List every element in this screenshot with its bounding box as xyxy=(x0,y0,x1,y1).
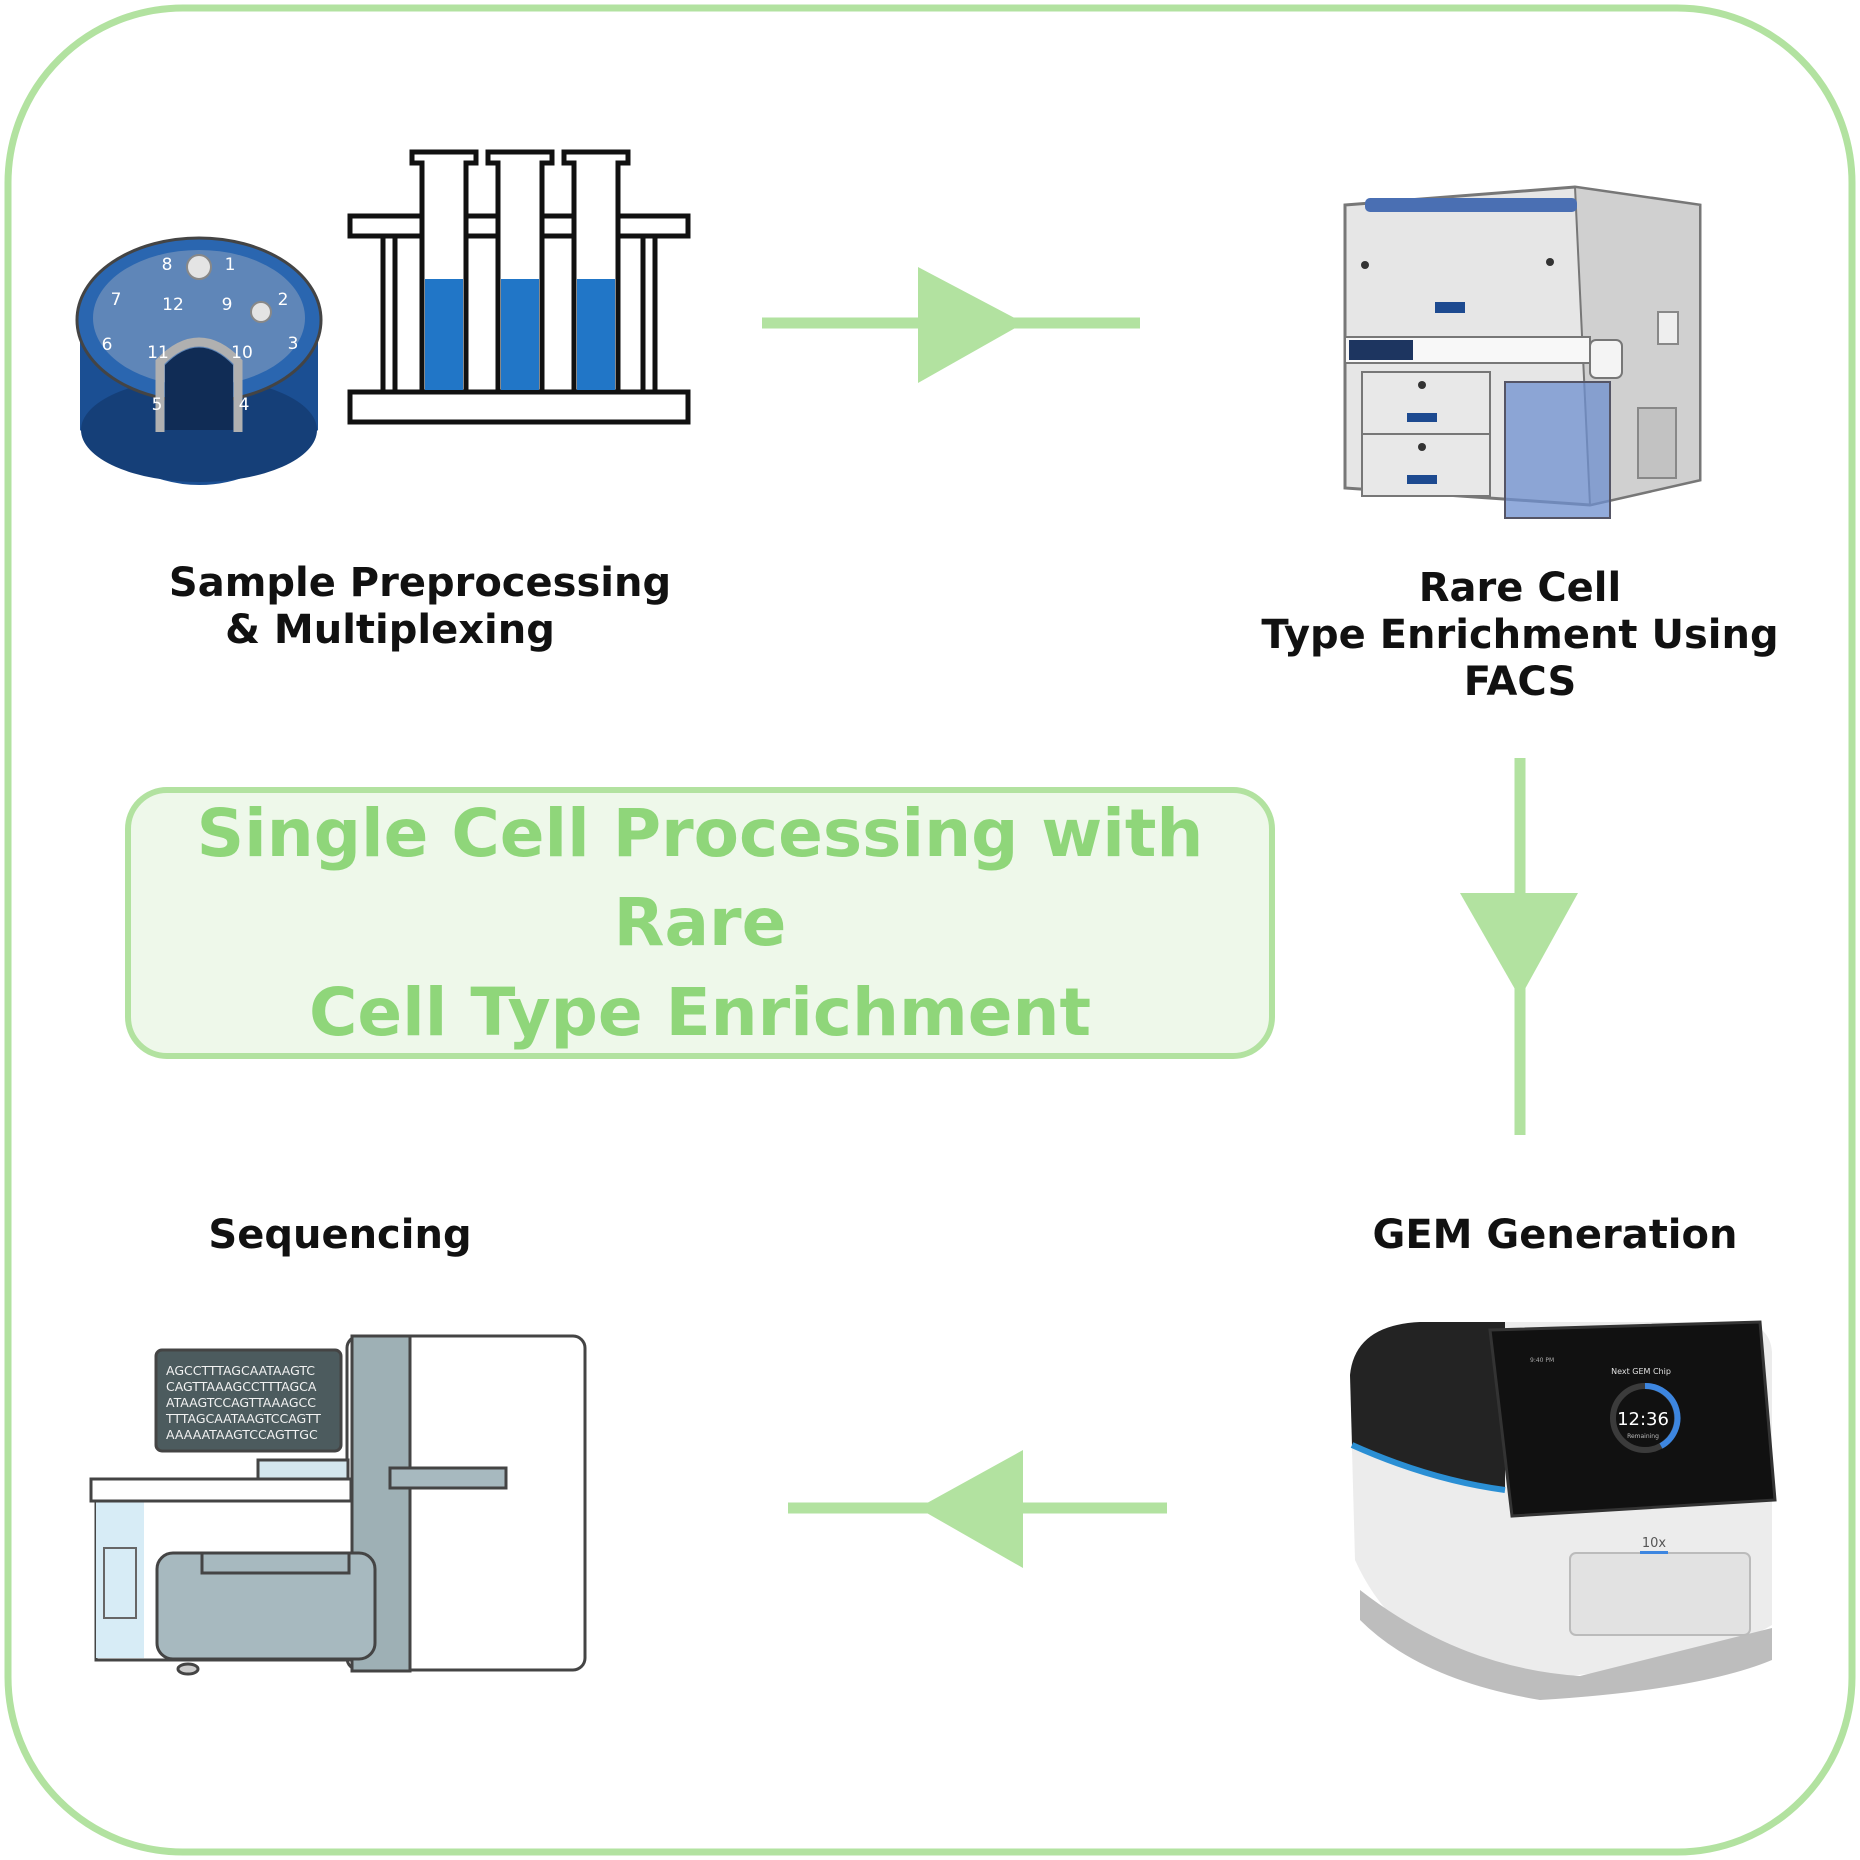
rotor-number: 8 xyxy=(162,255,173,275)
rotor-number: 4 xyxy=(239,395,250,415)
step-label-sample-preprocessing: Sample Preprocessing & Multiplexing xyxy=(150,560,690,654)
arrow-down xyxy=(1460,758,1578,1135)
step-label-gem-generation: GEM Generation xyxy=(1350,1212,1760,1259)
rotor-slot-numbers: 1 2 3 4 5 6 7 8 9 10 11 12 xyxy=(102,255,299,415)
step-label-line: FACS xyxy=(1463,659,1577,706)
sequence-line: AAAAATAAGTCCAGTTGC xyxy=(166,1427,318,1442)
rotor-number: 6 xyxy=(102,335,113,355)
gem-controller-icon: Next GEM Chip 9:40 PM 12:36 Remaining 10… xyxy=(1350,1320,1777,1700)
facs-instrument-icon xyxy=(1343,185,1702,519)
diagram-title-line: Single Cell Processing with Rare xyxy=(196,795,1204,962)
gem-screen-title: Next GEM Chip xyxy=(1611,1367,1671,1376)
gem-brand-logo: 10x xyxy=(1642,1536,1667,1551)
step-label-line: Type Enrichment Using xyxy=(1261,612,1779,659)
rotor-number: 2 xyxy=(278,290,289,310)
rotor-number: 3 xyxy=(288,334,299,354)
rotor-number: 11 xyxy=(147,343,169,363)
step-label-line: GEM Generation xyxy=(1372,1212,1738,1258)
sequence-line: ATAAGTCCAGTTAAAGCC xyxy=(166,1395,316,1410)
center-title-box: Single Cell Processing with Rare Cell Ty… xyxy=(125,787,1275,1059)
sequence-readout: AGCCTTTAGCAATAAGTC CAGTTAAAGCCTTTAGCA AT… xyxy=(165,1363,321,1442)
sequence-line: CAGTTAAAGCCTTTAGCA xyxy=(166,1379,317,1394)
arrow-left xyxy=(788,1450,1167,1568)
centrifuge-rotor-icon: 1 2 3 4 5 6 7 8 9 10 11 12 xyxy=(75,236,323,485)
diagram-title-line: Cell Type Enrichment xyxy=(308,973,1092,1051)
step-label-line: Sample Preprocessing xyxy=(168,560,672,606)
gem-screen-status: Remaining xyxy=(1627,1433,1659,1440)
rotor-number: 10 xyxy=(231,343,253,363)
rotor-number: 9 xyxy=(222,295,233,315)
step-label-line: Sequencing xyxy=(208,1212,472,1258)
arrow-right xyxy=(762,267,1140,383)
rotor-number: 7 xyxy=(111,290,122,310)
rotor-number: 5 xyxy=(152,395,163,415)
rotor-number: 12 xyxy=(162,295,184,315)
sequencer-icon: AGCCTTTAGCAATAAGTC CAGTTAAAGCCTTTAGCA AT… xyxy=(89,1334,587,1676)
gem-screen-clock: 9:40 PM xyxy=(1530,1357,1554,1364)
step-label-line: & Multiplexing xyxy=(225,607,555,654)
rotor-number: 1 xyxy=(225,255,236,275)
step-label-line: Rare Cell xyxy=(1418,565,1622,611)
outer-border xyxy=(4,4,1856,1856)
step-label-facs-enrichment: Rare Cell Type Enrichment Using FACS xyxy=(1240,565,1800,707)
diagram-title: Single Cell Processing with Rare Cell Ty… xyxy=(131,789,1269,1056)
sequence-line: TTTAGCAATAAGTCCAGTT xyxy=(165,1411,321,1426)
test-tube-rack-icon xyxy=(347,149,691,425)
sequence-line: AGCCTTTAGCAATAAGTC xyxy=(166,1363,315,1378)
step-label-sequencing: Sequencing xyxy=(180,1212,500,1259)
gem-screen-time: 12:36 xyxy=(1617,1409,1669,1430)
